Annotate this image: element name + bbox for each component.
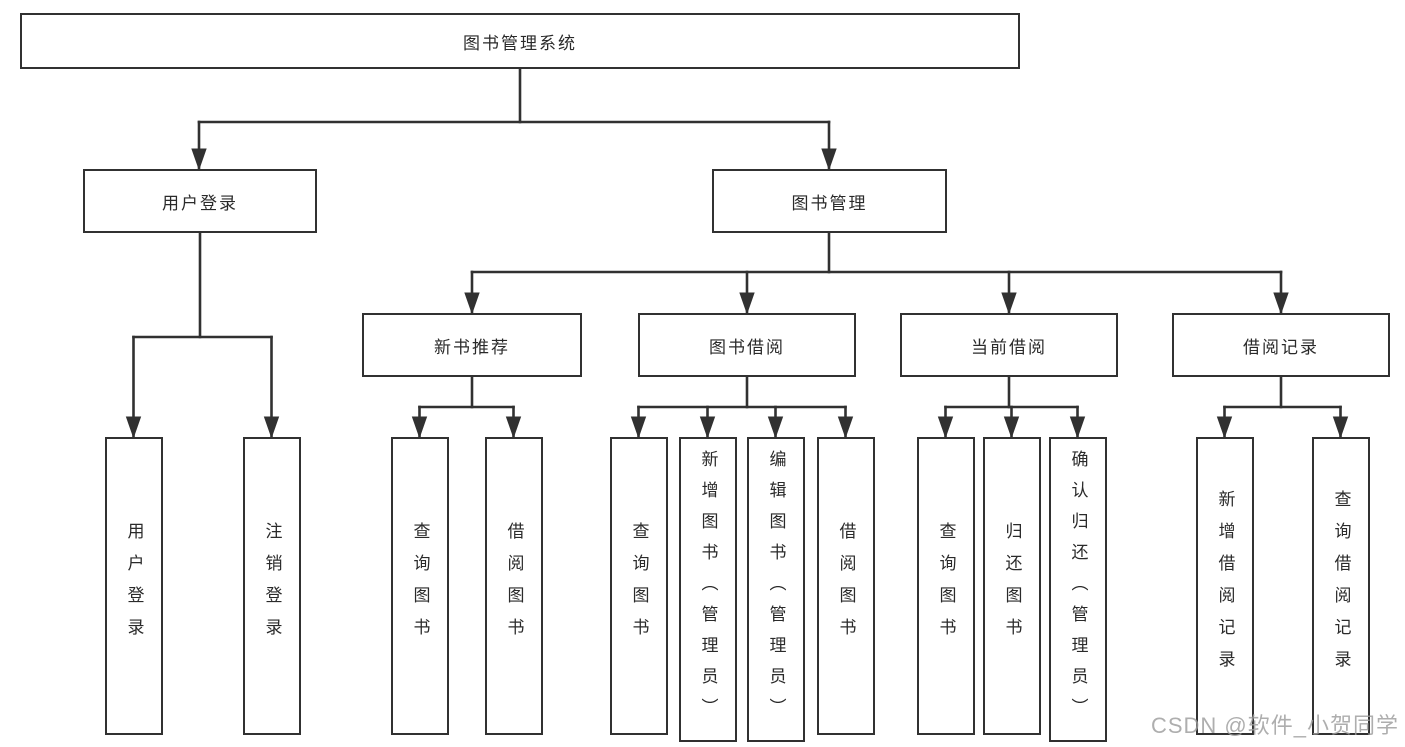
csdn-watermark: CSDN @软件_小贺同学 — [1150, 713, 1399, 738]
leaf-records-add-record: 新增借阅记录 — [1196, 437, 1254, 735]
leaf-current-return-books: 归还图书 — [983, 437, 1041, 735]
leaf-borrowing-query-books: 查询图书 — [610, 437, 668, 735]
node-new-book-recommend: 新书推荐 — [362, 313, 582, 377]
leaf-borrowing-borrow-books: 借阅图书 — [817, 437, 875, 735]
leaf-recommend-borrow-books: 借阅图书 — [485, 437, 543, 735]
node-current-borrowing: 当前借阅 — [900, 313, 1118, 377]
leaf-current-confirm-return-admin: 确认归还（管理员） — [1049, 437, 1107, 742]
leaf-current-return-books-label: 归还图书 — [1002, 522, 1022, 650]
leaf-recommend-borrow-books-label: 借阅图书 — [504, 522, 524, 650]
leaf-borrowing-edit-books-admin: 编辑图书（管理员） — [747, 437, 805, 742]
leaf-borrowing-add-books-admin-label: 新增图书（管理员） — [698, 450, 718, 729]
node-book-management: 图书管理 — [712, 169, 947, 233]
node-book-borrowing: 图书借阅 — [638, 313, 856, 377]
leaf-logout-label: 注销登录 — [262, 522, 282, 650]
node-user-login: 用户登录 — [83, 169, 317, 233]
node-borrowing-records: 借阅记录 — [1172, 313, 1390, 377]
leaf-records-add-record-label: 新增借阅记录 — [1215, 490, 1235, 682]
leaf-current-query-books-label: 查询图书 — [936, 522, 956, 650]
leaf-borrowing-query-books-label: 查询图书 — [629, 522, 649, 650]
leaf-logout: 注销登录 — [243, 437, 301, 735]
leaf-records-query-record-label: 查询借阅记录 — [1331, 490, 1351, 682]
leaf-borrowing-edit-books-admin-label: 编辑图书（管理员） — [766, 450, 786, 729]
leaf-user-login: 用户登录 — [105, 437, 163, 735]
leaf-current-query-books: 查询图书 — [917, 437, 975, 735]
leaf-records-query-record: 查询借阅记录 — [1312, 437, 1370, 735]
leaf-recommend-query-books-label: 查询图书 — [410, 522, 430, 650]
leaf-borrowing-borrow-books-label: 借阅图书 — [836, 522, 856, 650]
node-library-system: 图书管理系统 — [20, 13, 1020, 69]
leaf-borrowing-add-books-admin: 新增图书（管理员） — [679, 437, 737, 742]
leaf-current-confirm-return-admin-label: 确认归还（管理员） — [1068, 450, 1088, 729]
leaf-recommend-query-books: 查询图书 — [391, 437, 449, 735]
leaf-user-login-label: 用户登录 — [124, 522, 144, 650]
